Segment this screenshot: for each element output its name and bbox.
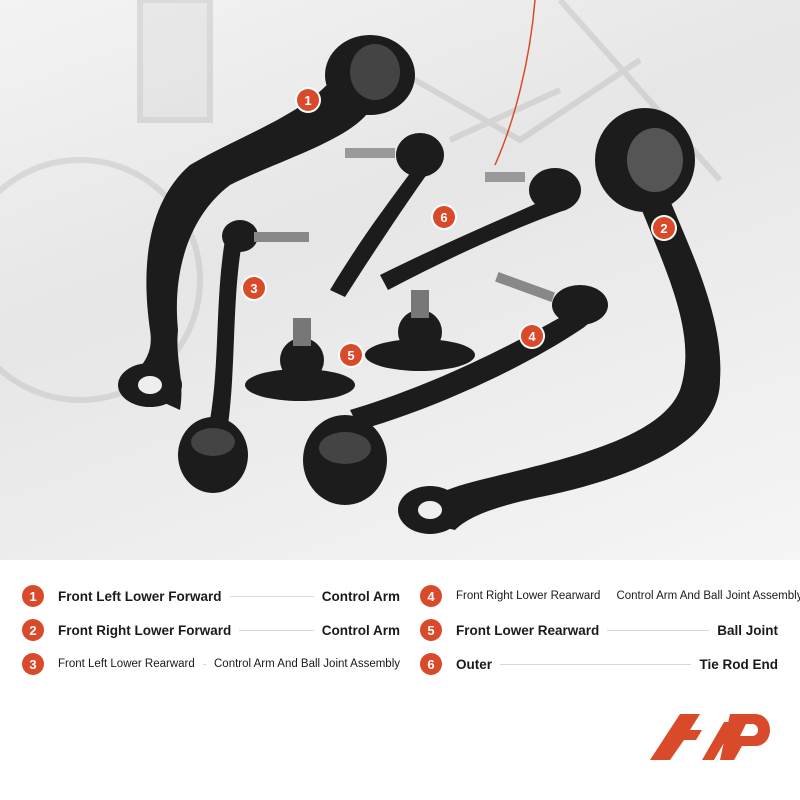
a-premium-logo-icon [650,708,775,768]
callout-badge-2: 2 [653,217,675,239]
legend-number-5: 5 [420,619,442,641]
leader-line [202,663,206,665]
legend-row-5: 5 Front Lower Rearward Ball Joint [420,618,778,642]
legend-part-name-1: Control Arm [321,588,400,604]
legend-number-2: 2 [22,619,44,641]
leader-line [229,595,314,597]
callout-badge-6: 6 [433,206,455,228]
legend-position-6: Outer [456,656,493,672]
legend-row-6: 6 Outer Tie Rod End [420,652,778,676]
red-guide-line [494,0,536,166]
legend-position-1: Front Left Lower Forward [58,588,222,604]
part-1-control-arm [118,35,415,410]
leader-line [607,629,710,631]
callout-badge-1: 1 [297,89,319,111]
legend-number-3: 3 [22,653,44,675]
legend-number-1: 1 [22,585,44,607]
legend-row-3: 3 Front Left Lower Rearward Control Arm … [22,652,400,676]
legend-row-4: 4 Front Right Lower Rearward Control Arm… [420,584,800,608]
part-3-control-arm [178,220,309,493]
legend-row-1: 1 Front Left Lower Forward Control Arm [22,584,400,608]
legend-position-4: Front Right Lower Rearward [456,590,601,602]
legend-part-name-3: Control Arm And Ball Joint Assembly [214,658,400,670]
legend-number-4: 4 [420,585,442,607]
callout-badge-4: 4 [521,325,543,347]
legend-number-6: 6 [420,653,442,675]
leader-line [239,629,314,631]
callout-badge-3: 3 [243,277,265,299]
callout-badge-5: 5 [340,344,362,366]
leader-line [500,663,692,665]
part-5-ball-joints [245,290,475,401]
legend-position-3: Front Left Lower Rearward [58,658,195,670]
legend-position-2: Front Right Lower Forward [58,622,232,638]
part-6-tie-rod-ends [330,133,581,297]
parts-illustration [0,0,723,534]
product-photo: 1 2 3 4 5 6 [0,0,800,560]
legend-part-name-2: Control Arm [321,622,400,638]
legend-position-5: Front Lower Rearward [456,622,600,638]
legend-part-name-4: Control Arm And Ball Joint Assembly [616,590,800,602]
legend-part-name-6: Tie Rod End [699,656,778,672]
legend-part-name-5: Ball Joint [717,622,778,638]
legend-row-2: 2 Front Right Lower Forward Control Arm [22,618,400,642]
part-2-control-arm [398,108,721,534]
